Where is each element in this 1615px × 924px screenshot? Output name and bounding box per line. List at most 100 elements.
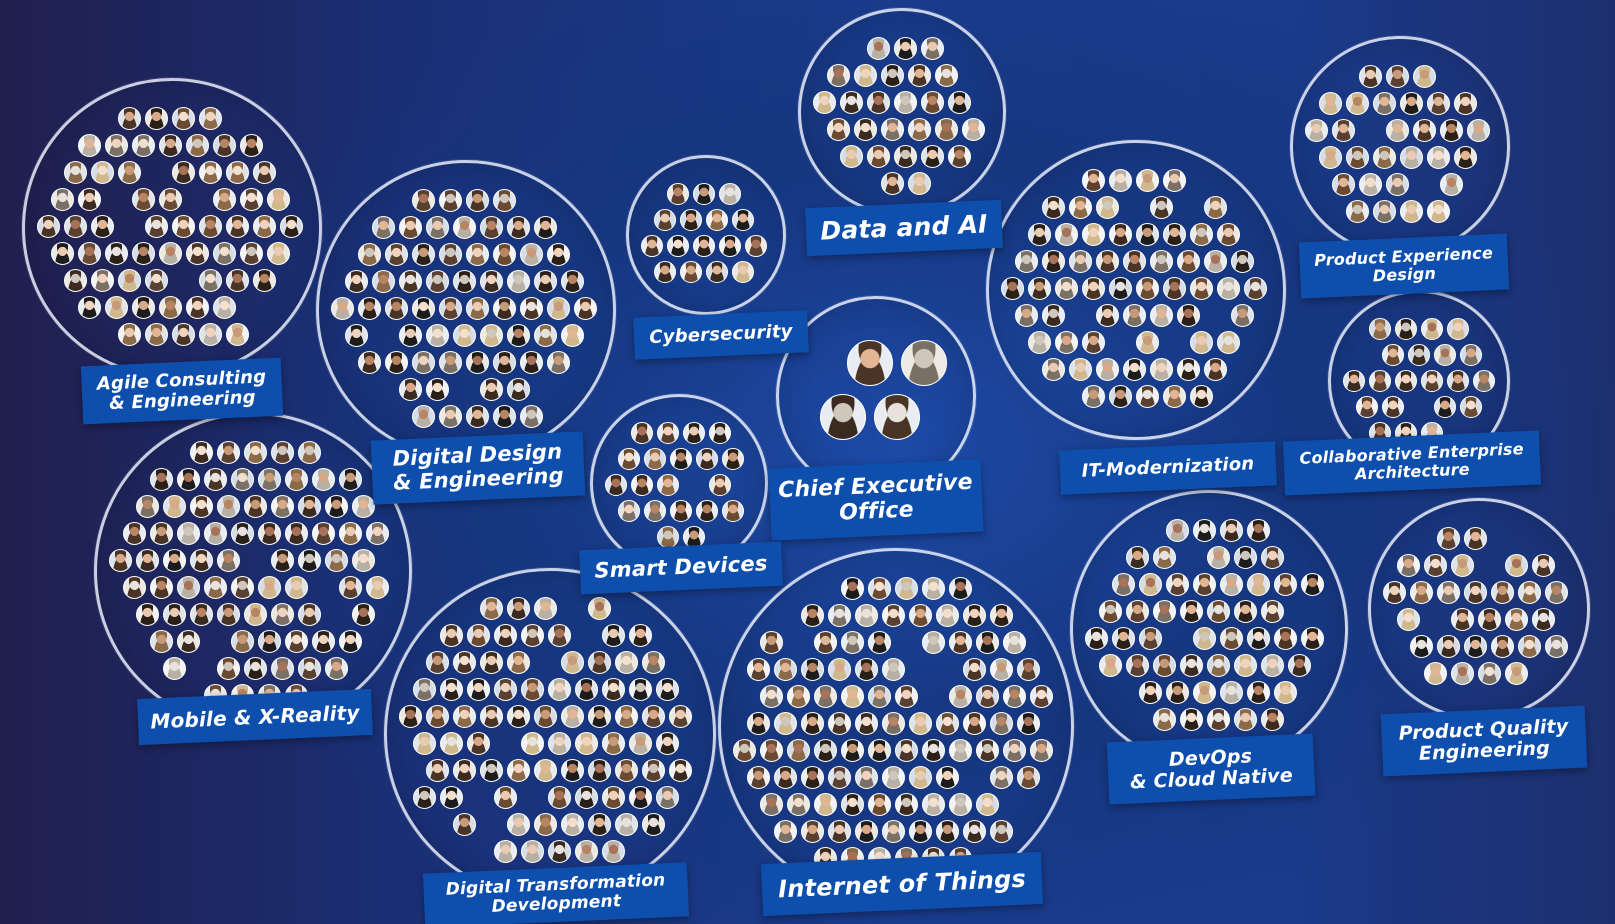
portrait-thumbnail	[1453, 91, 1477, 115]
portrait-thumbnail	[199, 214, 222, 238]
portrait-thumbnail	[683, 526, 705, 548]
portrait-thumbnail	[1464, 526, 1487, 550]
portrait-thumbnail	[338, 575, 362, 599]
label-digital-design: Digital Design & Engineering	[370, 431, 586, 505]
portrait-thumbnail	[1260, 707, 1284, 731]
portrait-thumbnail	[1447, 370, 1469, 392]
portrait-thumbnail	[709, 474, 731, 496]
portrait-thumbnail	[867, 36, 890, 60]
portrait-thumbnail	[506, 323, 530, 347]
portrait-thumbnail	[64, 214, 87, 238]
portrait-thumbnail	[104, 133, 128, 157]
portrait-thumbnail	[149, 467, 173, 491]
portrait-thumbnail	[1149, 303, 1173, 327]
portrait-thumbnail	[800, 819, 824, 843]
portrait-thumbnail	[976, 792, 999, 816]
portrait-thumbnail	[1068, 195, 1092, 219]
portrait-thumbnail	[1230, 303, 1254, 327]
portrait-thumbnail	[1220, 680, 1243, 704]
portrait-thumbnail	[847, 340, 893, 386]
portrait-thumbnail	[217, 602, 240, 626]
portrait-thumbnail	[787, 738, 810, 762]
portrait-thumbnail	[1491, 580, 1514, 604]
portrait-thumbnail	[1220, 626, 1243, 650]
portrait-thumbnail	[868, 792, 891, 816]
portrait-thumbnail	[158, 187, 182, 211]
label-data-ai: Data and AI	[805, 199, 1003, 257]
portrait-thumbnail	[826, 117, 850, 141]
portrait-thumbnail	[217, 494, 240, 518]
portrait-thumbnail	[760, 630, 783, 654]
portrait-thumbnail	[1136, 276, 1159, 300]
portrait-thumbnail	[520, 677, 544, 701]
portrait-thumbnail	[1176, 303, 1200, 327]
portrait-thumbnail	[854, 765, 878, 789]
portrait-thumbnail	[493, 296, 516, 320]
portrait-thumbnail	[1359, 64, 1382, 88]
portrait-thumbnail	[1383, 580, 1406, 604]
portrait-thumbnail	[693, 183, 715, 205]
portrait-thumbnail	[1030, 738, 1053, 762]
portrait-thumbnail	[605, 474, 627, 496]
portrait-thumbnail	[574, 677, 598, 701]
portrait-thumbnail	[1332, 172, 1355, 196]
portrait-thumbnail	[854, 819, 878, 843]
portrait-thumbnail	[1244, 276, 1267, 300]
portrait-thumbnail	[1095, 303, 1119, 327]
portrait-thumbnail	[1179, 599, 1203, 623]
portrait-thumbnail	[480, 596, 503, 620]
label-line: Office	[838, 497, 915, 526]
portrait-thumbnail	[814, 630, 837, 654]
portrait-thumbnail	[352, 494, 375, 518]
portrait-thumbnail	[760, 738, 783, 762]
portrait-thumbnail	[533, 269, 557, 293]
portrait-thumbnail	[895, 576, 918, 600]
portrait-thumbnail	[1041, 303, 1065, 327]
portrait-thumbnail	[934, 117, 958, 141]
portrait-thumbnail	[655, 677, 679, 701]
portrait-thumbnail	[1247, 518, 1270, 542]
portrait-thumbnail	[1372, 145, 1396, 169]
portrait-thumbnail	[118, 106, 141, 130]
portrait-thumbnail	[284, 521, 308, 545]
portrait-thumbnail	[1434, 344, 1456, 366]
portrait-thumbnail	[854, 657, 878, 681]
portrait-thumbnail	[949, 684, 972, 708]
portrait-thumbnail	[77, 241, 101, 265]
portrait-thumbnail	[1152, 599, 1176, 623]
portrait-thumbnail	[1217, 222, 1240, 246]
portrait-thumbnail	[217, 656, 240, 680]
portrait-thumbnail	[907, 117, 931, 141]
portrait-thumbnail	[1395, 370, 1417, 392]
portrait-thumbnail	[840, 90, 863, 114]
portrait-thumbnail	[298, 440, 321, 464]
portrait-thumbnail	[520, 731, 544, 755]
portrait-thumbnail	[680, 261, 702, 283]
portrait-thumbnail	[895, 684, 918, 708]
portrait-thumbnail	[533, 323, 557, 347]
portrait-thumbnail	[693, 235, 715, 257]
portrait-thumbnail	[760, 684, 783, 708]
portrait-thumbnail	[145, 322, 168, 346]
label-line: & Cloud Native	[1129, 764, 1294, 794]
portrait-thumbnail	[1467, 118, 1490, 142]
portrait-thumbnail	[1440, 118, 1463, 142]
portrait-thumbnail	[199, 106, 222, 130]
portrait-thumbnail	[814, 738, 837, 762]
portrait-thumbnail	[908, 765, 932, 789]
portrait-thumbnail	[199, 160, 222, 184]
portrait-thumbnail	[1421, 318, 1443, 340]
portrait-thumbnail	[1149, 357, 1173, 381]
portrait-thumbnail	[1386, 172, 1409, 196]
portrait-thumbnail	[507, 650, 530, 674]
portrait-thumbnail	[642, 758, 665, 782]
portrait-thumbnail	[244, 494, 267, 518]
portrait-thumbnail	[1190, 330, 1213, 354]
portrait-thumbnail	[827, 711, 851, 735]
portrait-thumbnail	[1356, 396, 1378, 418]
portrait-thumbnail	[880, 171, 904, 195]
portrait-thumbnail	[1139, 572, 1162, 596]
portrait-thumbnail	[895, 792, 918, 816]
portrait-thumbnail	[1247, 626, 1270, 650]
portrait-thumbnail	[1125, 653, 1149, 677]
